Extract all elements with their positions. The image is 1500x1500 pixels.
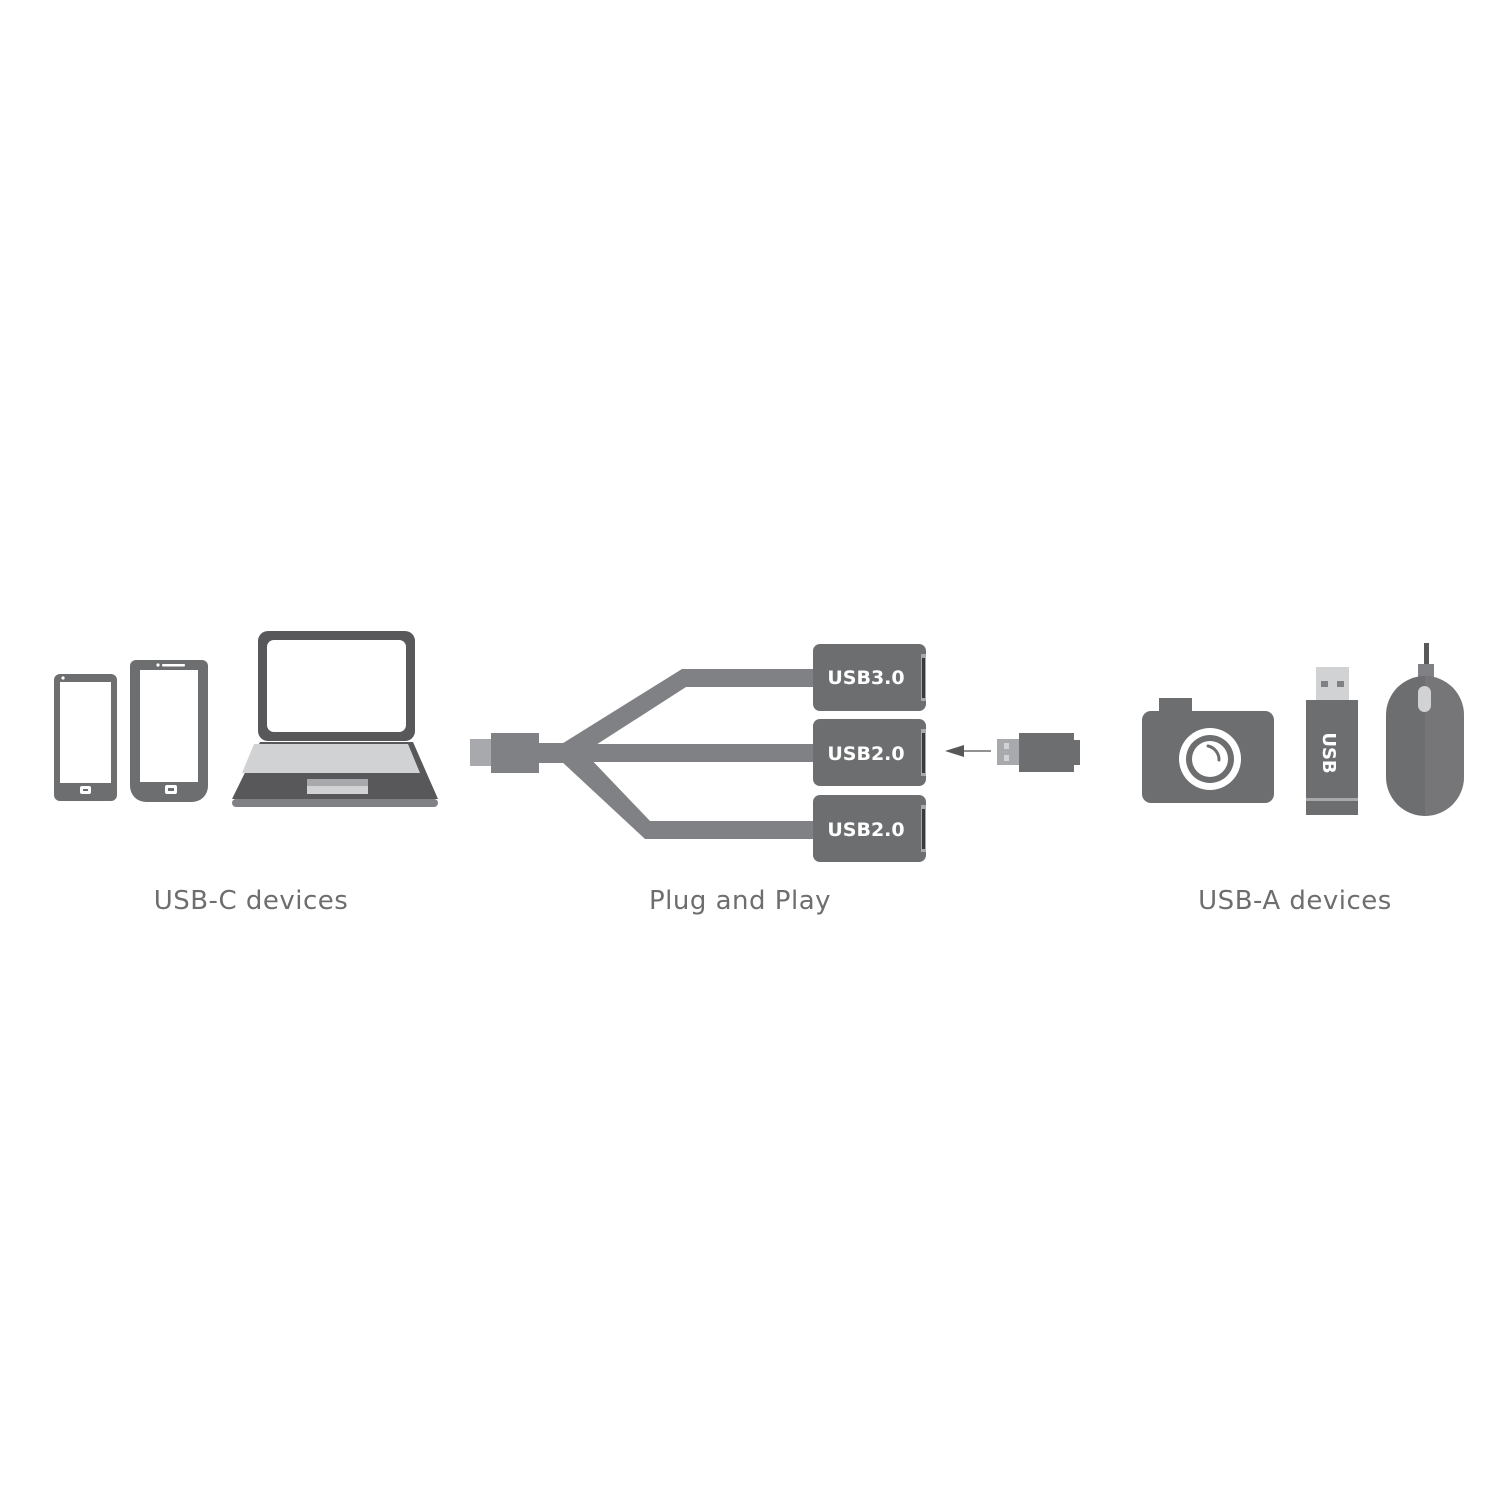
usb-c-plug-tip	[470, 739, 492, 766]
usb-port-1: USB3.0	[813, 644, 926, 711]
camera-icon	[1142, 698, 1274, 803]
flash-drive-label: USB	[1318, 732, 1339, 773]
caption-plug-and-play: Plug and Play	[648, 886, 832, 916]
usb-hub-adapter: USB3.0 USB2.0 USB2.0	[470, 644, 926, 862]
arrow-left-icon	[945, 745, 991, 757]
laptop-icon	[232, 631, 438, 807]
cable-branch-top	[560, 669, 815, 752]
usb-flash-drive-icon: USB	[1306, 667, 1358, 815]
usb-c-plug-body	[491, 733, 539, 773]
usb-c-devices-group	[54, 631, 438, 807]
mouse-icon	[1386, 643, 1464, 816]
usb-a-devices-group: USB	[1142, 643, 1464, 816]
usb-port-2: USB2.0	[813, 719, 926, 786]
port-label-usb2-b: USB2.0	[827, 819, 904, 841]
usb-port-3: USB2.0	[813, 795, 926, 862]
cable-branch-bottom	[560, 753, 815, 839]
caption-usb-a-devices: USB-A devices	[1198, 886, 1392, 916]
usb-a-plug-icon	[997, 733, 1080, 772]
smartphone-small-icon	[54, 674, 117, 801]
port-label-usb3: USB3.0	[827, 667, 904, 689]
caption-usb-c-devices: USB-C devices	[153, 886, 349, 916]
port-label-usb2-a: USB2.0	[827, 743, 904, 765]
cable-branch-middle	[560, 744, 816, 762]
smartphone-large-icon	[130, 660, 208, 802]
